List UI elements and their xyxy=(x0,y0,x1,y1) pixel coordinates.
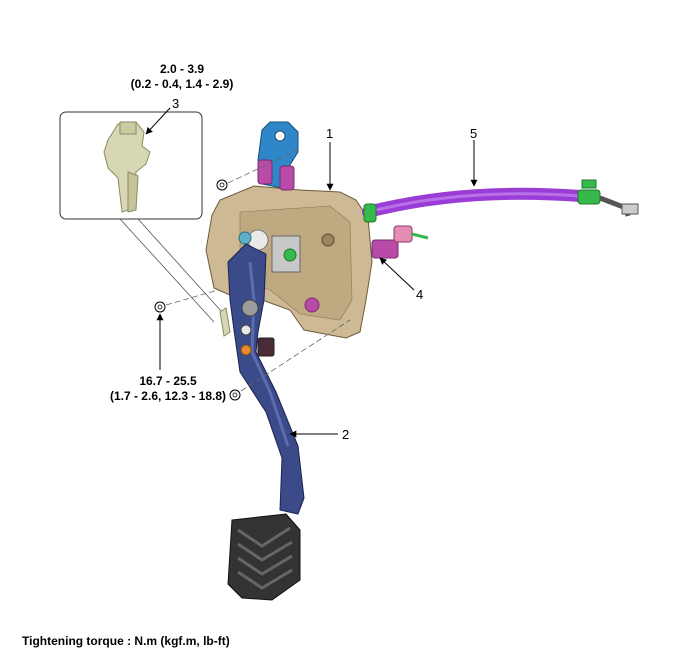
leader-3 xyxy=(145,107,171,135)
torque-bottom-nm: 16.7 - 25.5 xyxy=(139,374,197,388)
pedal-pad xyxy=(227,513,301,601)
callout-3: 3 xyxy=(172,96,180,111)
torque-bottom-alt: (1.7 - 2.6, 12.3 - 18.8) xyxy=(109,389,227,403)
torque-top-nm: 2.0 - 3.9 xyxy=(159,62,205,76)
pedal-bracket xyxy=(205,185,373,339)
clutch-switch xyxy=(371,225,429,259)
bolt-symbol-bottom xyxy=(229,319,351,401)
bolt-symbol-left xyxy=(154,289,219,313)
bolt-symbol-top xyxy=(216,149,299,191)
torque-spec-bottom: 16.7 - 25.5 (1.7 - 2.6, 12.3 - 18.8) xyxy=(88,374,248,404)
callout-4: 4 xyxy=(416,287,424,302)
callout-1: 1 xyxy=(326,126,334,141)
switch-inset xyxy=(59,111,223,323)
torque-unit-note: Tightening torque : N.m (kgf.m, lb-ft) xyxy=(22,634,230,648)
clutch-cable xyxy=(362,179,639,223)
torque-spec-top: 2.0 - 3.9 (0.2 - 0.4, 1.4 - 2.9) xyxy=(112,62,252,92)
leader-4 xyxy=(379,257,415,291)
torque-top-alt: (0.2 - 0.4, 1.4 - 2.9) xyxy=(130,77,234,91)
callout-5: 5 xyxy=(470,126,478,141)
leader-lines xyxy=(145,107,478,438)
top-mount xyxy=(257,121,299,191)
pedal-arm xyxy=(219,243,305,515)
clutch-switch-detail xyxy=(103,121,151,213)
callout-2: 2 xyxy=(342,427,350,442)
